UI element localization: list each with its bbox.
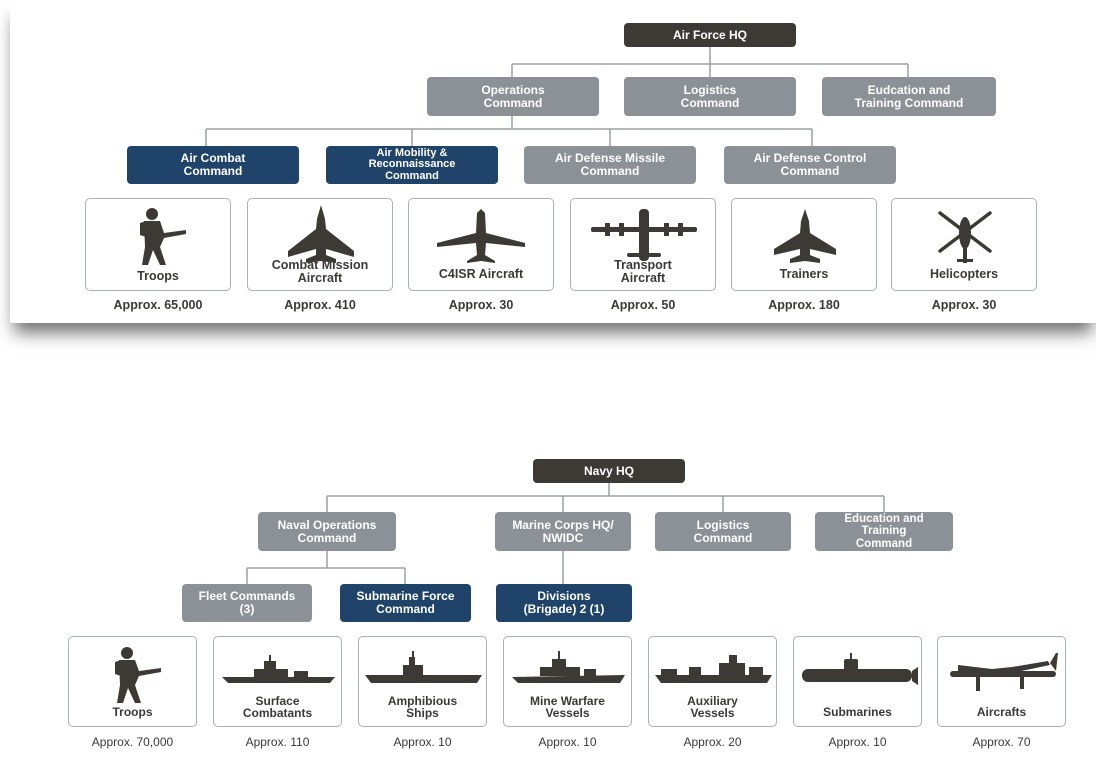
asset-tile-aircrafts: Aircrafts xyxy=(937,636,1066,727)
air-combat-command: Air Combat Command xyxy=(127,146,299,184)
soldier-icon xyxy=(115,647,161,703)
air-force-org-chart: Air Force HQ Operations Command Logistic… xyxy=(10,0,1096,323)
navy-education-training-command: Education and Training Command xyxy=(815,512,953,551)
divisions-brigade: Divisions (Brigade) 2 (1) xyxy=(496,584,632,622)
approx-count: Approx. 10 xyxy=(393,735,452,749)
asset-tile-c4isr-aircraft: C4ISR Aircraft xyxy=(408,198,554,291)
minesweeper-icon xyxy=(512,651,625,683)
naval-operations-command: Naval Operations Command xyxy=(258,512,396,551)
air-mobility-reconnaissance-command: Air Mobility & Reconnaissance Command xyxy=(326,146,498,184)
approx-count: Approx. 70 xyxy=(972,735,1031,749)
soldier-icon xyxy=(140,208,186,265)
navy-org-chart: Navy HQ Naval Operations Command Marine … xyxy=(10,440,1096,759)
approx-count: Approx. 10 xyxy=(538,735,597,749)
asset-tile-mine-warfare-vessels: Mine Warfare Vessels xyxy=(503,636,632,727)
asset-label: Troops xyxy=(112,705,153,720)
asset-label: C4ISR Aircraft xyxy=(438,266,524,281)
asset-label: Aircrafts xyxy=(976,705,1027,720)
fleet-commands: Fleet Commands (3) xyxy=(182,584,312,622)
approx-count: Approx. 410 xyxy=(284,298,356,312)
transport-aircraft-icon xyxy=(591,209,697,261)
asset-tile-helicopters: Helicopters xyxy=(891,198,1037,291)
approx-count: Approx. 20 xyxy=(683,735,742,749)
asset-label: Trainers xyxy=(779,266,829,281)
approx-count: Approx. 65,000 xyxy=(113,298,203,312)
business-jet-icon xyxy=(437,209,525,263)
asset-label: Combat Mission Aircraft xyxy=(271,257,369,285)
marine-corps-hq-nwidc: Marine Corps HQ/ NWIDC xyxy=(495,512,631,551)
amphibious-ship-icon xyxy=(365,651,482,683)
approx-count: Approx. 30 xyxy=(448,298,514,312)
air-defense-missile-command: Air Defense Missile Command xyxy=(524,146,696,184)
navy-logistics-command: Logistics Command xyxy=(655,512,791,551)
auxiliary-ship-icon xyxy=(655,655,772,683)
navy-hq: Navy HQ xyxy=(533,459,685,483)
trainer-jet-icon xyxy=(774,209,836,263)
air-force-hq: Air Force HQ xyxy=(624,23,796,47)
fighter-jet-icon xyxy=(288,205,354,263)
asset-tile-troops: Troops xyxy=(68,636,197,727)
asset-tile-combat-mission-aircraft: Combat Mission Aircraft xyxy=(247,198,393,291)
asset-tile-troops: Troops xyxy=(85,198,231,291)
asset-tile-transport-aircraft: Transport Aircraft xyxy=(570,198,716,291)
asset-label: Troops xyxy=(137,268,179,283)
operations-command: Operations Command xyxy=(427,77,599,116)
asset-tile-auxiliary-vessels: Auxiliary Vessels xyxy=(648,636,777,727)
af-logistics-command: Logistics Command xyxy=(624,77,796,116)
af-education-training-command: Eudcation and Training Command xyxy=(822,77,996,116)
asset-label: Submarines xyxy=(823,705,892,720)
air-force-connector-lines xyxy=(205,47,909,146)
asset-label: Transport Aircraft xyxy=(614,257,672,285)
air-defense-control-command: Air Defense Control Command xyxy=(724,146,896,184)
approx-count: Approx. 30 xyxy=(931,298,997,312)
asset-label: Helicopters xyxy=(929,266,999,281)
approx-count: Approx. 10 xyxy=(828,735,887,749)
patrol-aircraft-icon xyxy=(950,653,1058,691)
approx-count: Approx. 180 xyxy=(768,298,840,312)
asset-label: Mine Warfare Vessels xyxy=(530,693,605,721)
approx-count: Approx. 50 xyxy=(610,298,676,312)
asset-label: Surface Combatants xyxy=(242,693,313,721)
submarine-icon xyxy=(802,653,918,685)
asset-tile-trainers: Trainers xyxy=(731,198,877,291)
approx-count: Approx. 110 xyxy=(245,735,310,749)
submarine-force-command: Submarine Force Command xyxy=(340,584,471,622)
asset-tile-amphibious-ships: Amphibious Ships xyxy=(358,636,487,727)
helicopter-icon xyxy=(938,211,992,263)
navy-connector-lines xyxy=(246,483,885,584)
asset-label: Amphibious Ships xyxy=(387,693,458,721)
asset-label: Auxiliary Vessels xyxy=(687,693,738,721)
approx-count: Approx. 70,000 xyxy=(91,735,174,749)
asset-tile-submarines: Submarines xyxy=(793,636,922,727)
asset-tile-surface-combatants: Surface Combatants xyxy=(213,636,342,727)
destroyer-icon xyxy=(222,655,335,683)
